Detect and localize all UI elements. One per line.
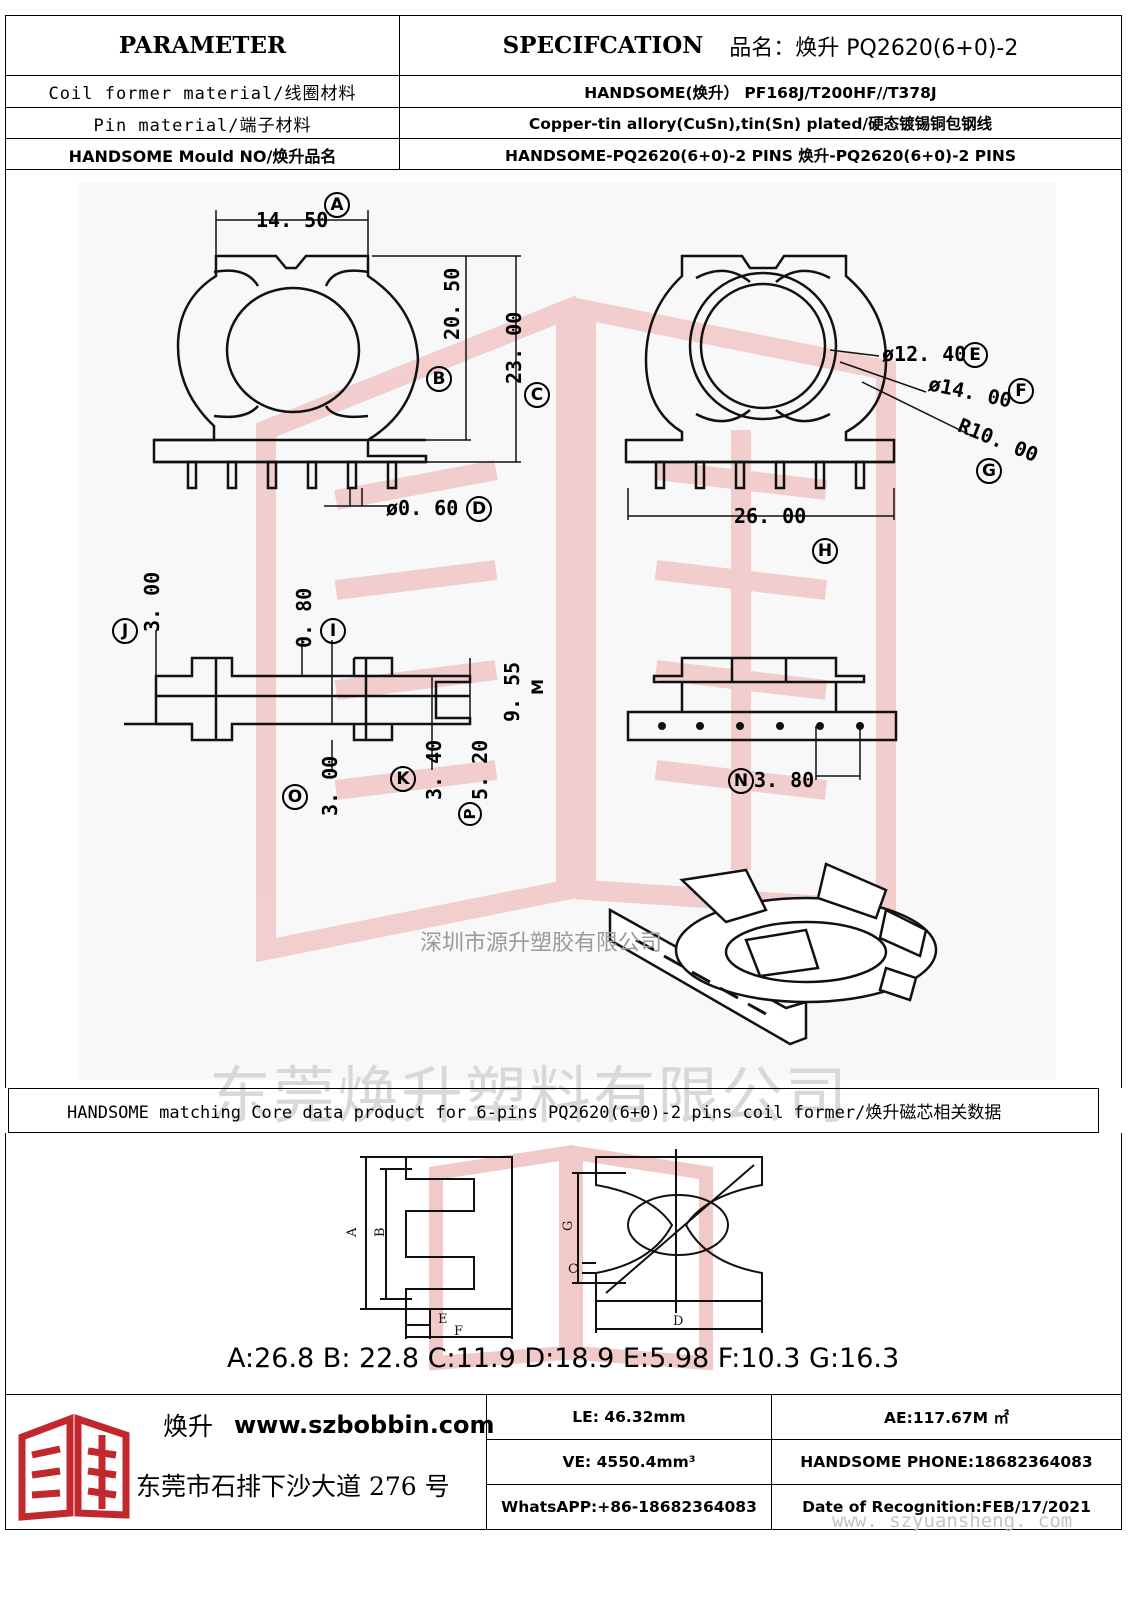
dim-i-label: 0. 80 [292,587,316,648]
footer-watermark: www. szyuansheng. com [832,1510,1073,1532]
le-cell: LE: 46.32mm [486,1395,771,1440]
marker-o-icon: O [282,784,308,810]
parameter-cell: PARAMETER [6,16,399,75]
marker-k-icon: K [390,766,416,792]
core-label-g: G [561,1221,576,1231]
coil-material-label: Coil former material/线圈材料 [48,84,357,104]
right-pins [654,460,866,490]
dim-m-label: 9. 55 [500,661,524,722]
specification-label: SPECIFCATION [502,32,704,59]
marker-n-icon: N [728,768,754,794]
brand-website[interactable]: www.szbobbin.com [234,1411,495,1439]
header-divider [399,16,400,170]
pin-material-row: Pin material/端子材料 Copper-tin allory(CuSn… [6,108,1121,139]
core-drawing: A B C D E F G [345,1144,763,1371]
dim-a-label: 14. 50 [256,208,329,232]
bottom-pin-holes [658,722,864,730]
front-pins [186,460,398,490]
coil-material-row: Coil former material/线圈材料 HANDSOME(焕升） P… [6,76,1121,108]
parameter-label: PARAMETER [118,32,287,59]
brand-address: 东莞市石排下沙大道 276 号 [136,1472,450,1501]
marker-g-icon: G [976,458,1002,484]
core-watermark-icon [429,1144,713,1371]
core-values-line: A:26.8 B: 22.8 C:11.9 D:18.9 E:5.98 F:10… [227,1343,900,1374]
isometric-pins [635,938,767,1016]
dim-p-label: 5. 20 [468,739,492,800]
marker-d-icon: D [466,496,492,522]
dim-k-label: 3. 40 [422,739,446,800]
core-drawing-area: A B C D E F G [5,1133,1122,1395]
technical-drawing-area: 14. 50 A 20. 50 B 23. 00 C ø0. 60 D ø12.… [5,170,1122,1132]
dim-b-label: 20. 50 [440,267,464,340]
marker-f-icon: F [1008,378,1034,404]
date-cell: Date of Recognition:FEB/17/2021 [771,1485,1121,1529]
marker-h-icon: H [812,538,838,564]
whatsapp-cell: WhatsAPP:+86-18682364083 [486,1485,771,1529]
core-label-e: E [438,1312,448,1327]
dim-h-label: 26. 00 [734,504,807,528]
company-watermark-small: 深圳市源升塑胶有限公司 [420,931,663,956]
header-title-row: PARAMETER SPECIFCATION 品名：焕升 PQ2620(6+0)… [6,16,1121,76]
marker-p-icon: P [458,802,482,826]
coil-material-value: HANDSOME(焕升） PF168J/T200HF//T378J [584,83,937,102]
dim-d-label: ø0. 60 [386,496,459,520]
company-watermark-large: 东莞焕升塑料有限公司 [209,1059,850,1132]
pin-material-value: Copper-tin allory(CuSn),tin(Sn) plated/硬… [528,115,993,133]
core-label-f: F [454,1324,463,1339]
marker-c-icon: C [524,382,550,408]
dim-n-label: 3. 80 [754,768,815,792]
marker-b-icon: B [426,366,452,392]
dim-c-label: 23. 00 [502,311,526,384]
mould-no-row: HANDSOME Mould NO/焕升品名 HANDSOME-PQ2620(6… [6,139,1121,170]
core-label-b: B [373,1227,388,1237]
marker-e-icon: E [962,342,988,368]
mould-no-value: HANDSOME-PQ2620(6+0)-2 PINS 焕升-PQ2620(6+… [505,146,1016,165]
phone-cell: HANDSOME PHONE:18682364083 [771,1440,1121,1485]
marker-j-icon: J [112,618,138,644]
core-label-d: D [673,1314,683,1329]
marker-i-icon: I [320,618,346,644]
marker-a-icon: A [324,192,350,218]
dim-j-label: 3. 00 [140,571,164,632]
spec-header-table: PARAMETER SPECIFCATION 品名：焕升 PQ2620(6+0)… [5,15,1122,170]
core-label-a: A [345,1227,360,1238]
pin-material-label: Pin material/端子材料 [93,115,312,136]
ae-cell: AE:117.67M ㎡ [771,1395,1121,1440]
dim-e-label: ø12. 40 [882,342,967,366]
brand-name: 焕升 [163,1412,214,1441]
dim-o-label: 3. 00 [318,755,342,816]
company-logo-icon [18,1413,130,1521]
core-label-c: C [568,1262,578,1277]
marker-m-icon: M [528,679,547,695]
technical-drawing [78,182,1056,1080]
core-data-banner: HANDSOME matching Core data product for … [8,1088,1099,1133]
footer-table: 焕升 www.szbobbin.com 东莞市石排下沙大道 276 号 LE: … [5,1394,1122,1530]
mould-no-label: HANDSOME Mould NO/焕升品名 [68,146,337,166]
specification-cell: SPECIFCATION 品名：焕升 PQ2620(6+0)-2 [400,16,1121,75]
product-name: 品名：焕升 PQ2620(6+0)-2 [729,35,1019,61]
ve-cell: VE: 4550.4mm³ [486,1440,771,1485]
